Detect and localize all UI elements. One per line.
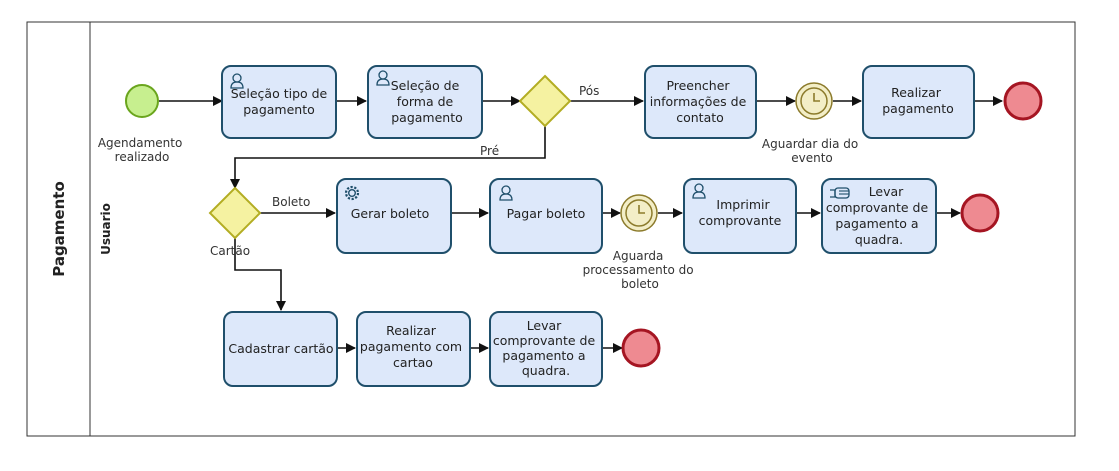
end-event-pagamento[interactable] [1003, 81, 1043, 121]
gateway-label-pos: Pós [579, 84, 599, 98]
task-realizar-pagamento[interactable]: Realizar pagamento [862, 65, 975, 139]
task-pagar-boleto[interactable]: Pagar boleto [489, 178, 603, 254]
start-event[interactable] [125, 84, 159, 118]
task-label: Preencher informações de contato [650, 78, 751, 125]
user-icon [230, 73, 244, 89]
flow-gateway-pre [230, 126, 546, 189]
task-label: Seleção tipo de pagamento [231, 86, 331, 117]
end-event-boleto[interactable] [960, 193, 1000, 233]
gateway-forma-shape[interactable] [208, 186, 262, 240]
task-levar-boleto[interactable]: Levar comprovante de pagamento a quadra. [821, 178, 937, 254]
task-label: Realizar pagamento com cartao [360, 323, 466, 370]
clock-hands [638, 205, 645, 214]
pool-title: Pagamento [50, 181, 68, 277]
hand-icon [830, 187, 850, 199]
gear-icon [344, 185, 360, 201]
task-box[interactable] [356, 311, 471, 387]
task-preencher[interactable]: Preencher informações de contato [644, 65, 757, 139]
task-box[interactable] [862, 65, 975, 139]
user-icon [376, 70, 390, 86]
task-label: Seleção de forma de pagamento [391, 78, 464, 125]
task-box[interactable] [489, 311, 603, 387]
task-box[interactable] [336, 178, 452, 254]
task-box[interactable] [221, 65, 337, 139]
gateway-momento[interactable] [518, 74, 572, 128]
timer-event-boleto[interactable] [620, 194, 658, 232]
timer-evento-label: Aguardar dia do evento [762, 137, 862, 165]
task-realizar-cartao[interactable]: Realizar pagamento com cartao [356, 311, 471, 387]
gateway-label-pre: Pré [480, 144, 499, 158]
gateway-forma[interactable] [208, 186, 262, 240]
task-label: Cadastrar cartão [228, 341, 333, 356]
task-selecao-tipo[interactable]: Seleção tipo de pagamento [221, 65, 337, 139]
clock-hands [813, 93, 820, 102]
start-event-label: Agendamento realizado [98, 136, 186, 164]
lane-title: Usuario [99, 203, 113, 255]
sequence-flows [159, 96, 1003, 353]
task-imprimir[interactable]: Imprimir comprovante [683, 178, 797, 254]
user-icon [692, 183, 706, 199]
task-label: Pagar boleto [507, 206, 586, 221]
gateway-label-boleto: Boleto [272, 195, 310, 209]
task-levar-cartao[interactable]: Levar comprovante de pagamento a quadra. [489, 311, 603, 387]
task-label: Gerar boleto [351, 206, 430, 221]
task-label: Imprimir comprovante [699, 197, 782, 228]
end-event-cartao[interactable] [621, 328, 661, 368]
task-gerar-boleto[interactable]: Gerar boleto [336, 178, 452, 254]
gateway-label-cartao: Cartão [210, 244, 250, 258]
task-box[interactable] [367, 65, 483, 139]
task-selecao-forma[interactable]: Seleção de forma de pagamento [367, 65, 483, 139]
task-label: Levar comprovante de pagamento a quadra. [826, 184, 932, 247]
gateway-momento-shape[interactable] [518, 74, 572, 128]
timer-boleto-label: Aguarda processamento do boleto [583, 249, 698, 291]
task-box[interactable] [821, 178, 937, 254]
clock-icon [800, 87, 828, 115]
task-box[interactable] [223, 311, 338, 387]
task-box[interactable] [683, 178, 797, 254]
task-box[interactable] [644, 65, 757, 139]
flow-gateway-cartao [234, 238, 286, 311]
task-label: Levar comprovante de pagamento a quadra. [493, 318, 599, 378]
task-label: Realizar pagamento [882, 85, 954, 116]
user-icon [499, 185, 513, 201]
task-cadastrar-cartao[interactable]: Cadastrar cartão [223, 311, 338, 387]
timer-event-evento[interactable] [795, 82, 833, 120]
task-box[interactable] [489, 178, 603, 254]
clock-icon [625, 199, 653, 227]
